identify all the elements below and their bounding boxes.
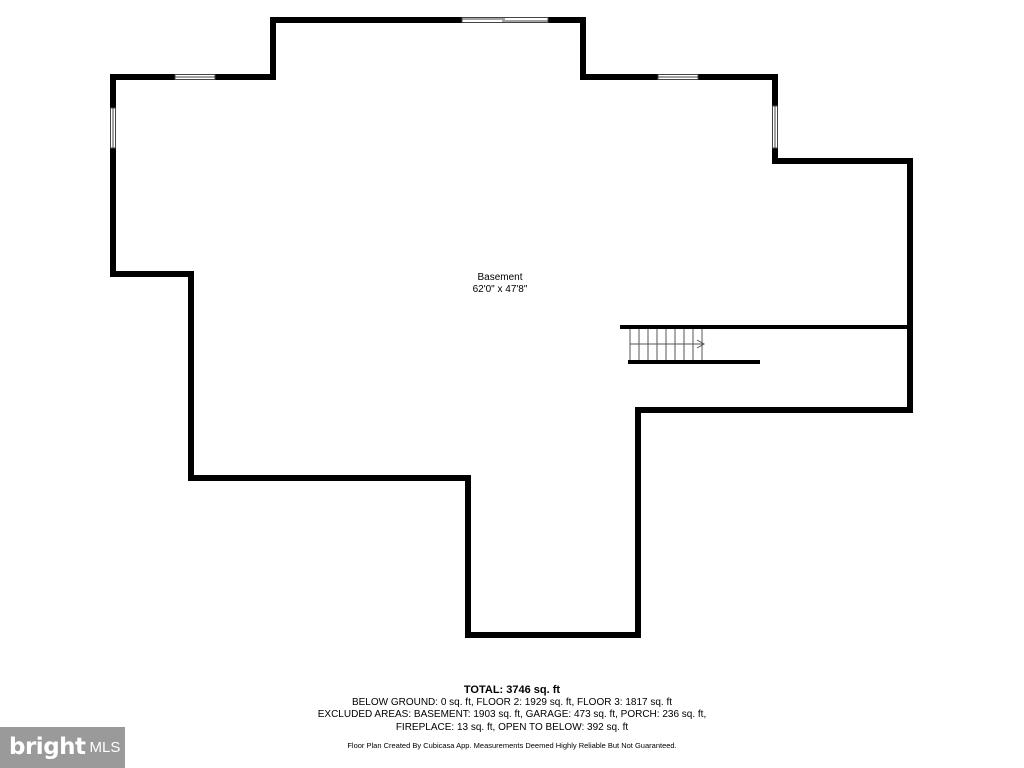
- area-breakdown-line: BELOW GROUND: 0 sq. ft, FLOOR 2: 1929 sq…: [351, 696, 673, 708]
- room-name: Basement: [477, 272, 522, 283]
- area-summary: TOTAL: 3746 sq. ft BELOW GROUND: 0 sq. f…: [0, 684, 1024, 734]
- disclaimer: Floor Plan Created By Cubicasa App. Meas…: [347, 741, 677, 750]
- bright-mls-logo-icon: bright MLS: [0, 727, 125, 768]
- area-breakdown-line: FIREPLACE: 13 sq. ft, OPEN TO BELOW: 392…: [395, 721, 629, 733]
- window: [772, 105, 778, 149]
- window: [110, 107, 116, 149]
- brand-suffix: MLS: [89, 739, 121, 756]
- area-breakdown-line: EXCLUDED AREAS: BASEMENT: 1903 sq. ft, G…: [317, 709, 707, 720]
- sliding-door: [461, 17, 549, 23]
- windows: [110, 17, 778, 149]
- stairs: [629, 329, 706, 360]
- floor-plan: Basement 62'0" x 47'8": [110, 17, 913, 638]
- total-area: TOTAL: 3746 sq. ft: [463, 684, 561, 696]
- stair-direction-arrow-icon: [696, 339, 706, 349]
- room-dimensions: 62'0" x 47'8": [473, 284, 528, 295]
- brand-name: bright: [9, 734, 86, 760]
- window: [657, 74, 699, 80]
- window: [174, 74, 216, 80]
